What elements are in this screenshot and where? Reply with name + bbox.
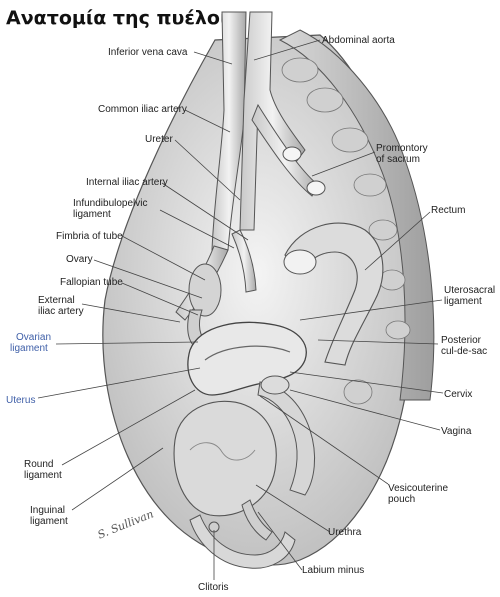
label-cervix: Cervix (444, 389, 473, 400)
label-posterior-cul-de-sac-2: cul-de-sac (441, 346, 488, 357)
ovary-shape (188, 263, 222, 317)
label-fimbria-of-tube: Fimbria of tube (56, 231, 123, 242)
bladder-shape (173, 400, 277, 517)
label-vagina: Vagina (441, 426, 472, 437)
label-clitoris: Clitoris (198, 582, 229, 593)
label-uterosacral-ligament-1: Uterosacral (444, 285, 496, 296)
label-internal-iliac-artery: Internal iliac artery (86, 177, 168, 188)
uterine-cavity (204, 345, 291, 361)
label-vesicouterine-pouch-1: Vesicouterine (388, 483, 449, 494)
label-ureter: Ureter (145, 134, 173, 145)
label-abdominal-aorta: Abdominal aorta (322, 35, 395, 46)
label-round-ligament-1: Round (24, 459, 54, 470)
label-infundibulopelvic-ligament-2: ligament (73, 209, 111, 220)
vagina-shape (257, 381, 315, 496)
leader-lines (37, 39, 444, 580)
labium-shape (189, 514, 296, 569)
label-inguinal-ligament-2: ligament (30, 516, 68, 527)
label-inguinal-ligament-1: Inguinal (30, 505, 66, 516)
sacral-vertebrae (281, 57, 411, 405)
label-uterus: Uterus (6, 395, 36, 406)
sacrum-wall (278, 29, 435, 401)
label-urethra: Urethra (328, 527, 362, 538)
label-ovary: Ovary (66, 254, 93, 265)
label-posterior-cul-de-sac-1: Posterior (441, 335, 482, 346)
label-round-ligament-2: ligament (24, 470, 62, 481)
label-fallopian-tube: Fallopian tube (60, 277, 123, 288)
vessel-cut-end-2 (306, 180, 326, 196)
label-ovarian-ligament-2: ligament (10, 343, 48, 354)
label-promontory-of-sacrum-1: Promontory (376, 143, 428, 154)
rectum-lumen (283, 249, 317, 275)
label-common-iliac-artery: Common iliac artery (98, 104, 187, 115)
label-vesicouterine-pouch-2: pouch (388, 494, 416, 505)
label-promontory-of-sacrum-2: of sacrum (376, 154, 420, 165)
figure-title: Ανατομία της πυέλου (6, 7, 233, 29)
internal-iliac-vessel (231, 229, 257, 293)
label-external-iliac-artery-1: External (38, 295, 75, 306)
label-ovarian-ligament-1: Ovarian (16, 332, 52, 343)
cervix-shape (260, 375, 290, 395)
vessel-cut-end-1 (282, 146, 302, 162)
bladder-folds (189, 442, 256, 461)
label-rectum: Rectum (431, 205, 466, 216)
label-external-iliac-artery-2: iliac artery (38, 306, 84, 317)
urethra-shape (241, 499, 273, 541)
label-infundibulopelvic-ligament-1: Infundibulopelvic (73, 198, 148, 209)
label-uterosacral-ligament-2: ligament (444, 296, 482, 307)
label-labium-minus: Labium minus (302, 565, 365, 576)
label-inferior-vena-cava: Inferior vena cava (108, 47, 188, 58)
